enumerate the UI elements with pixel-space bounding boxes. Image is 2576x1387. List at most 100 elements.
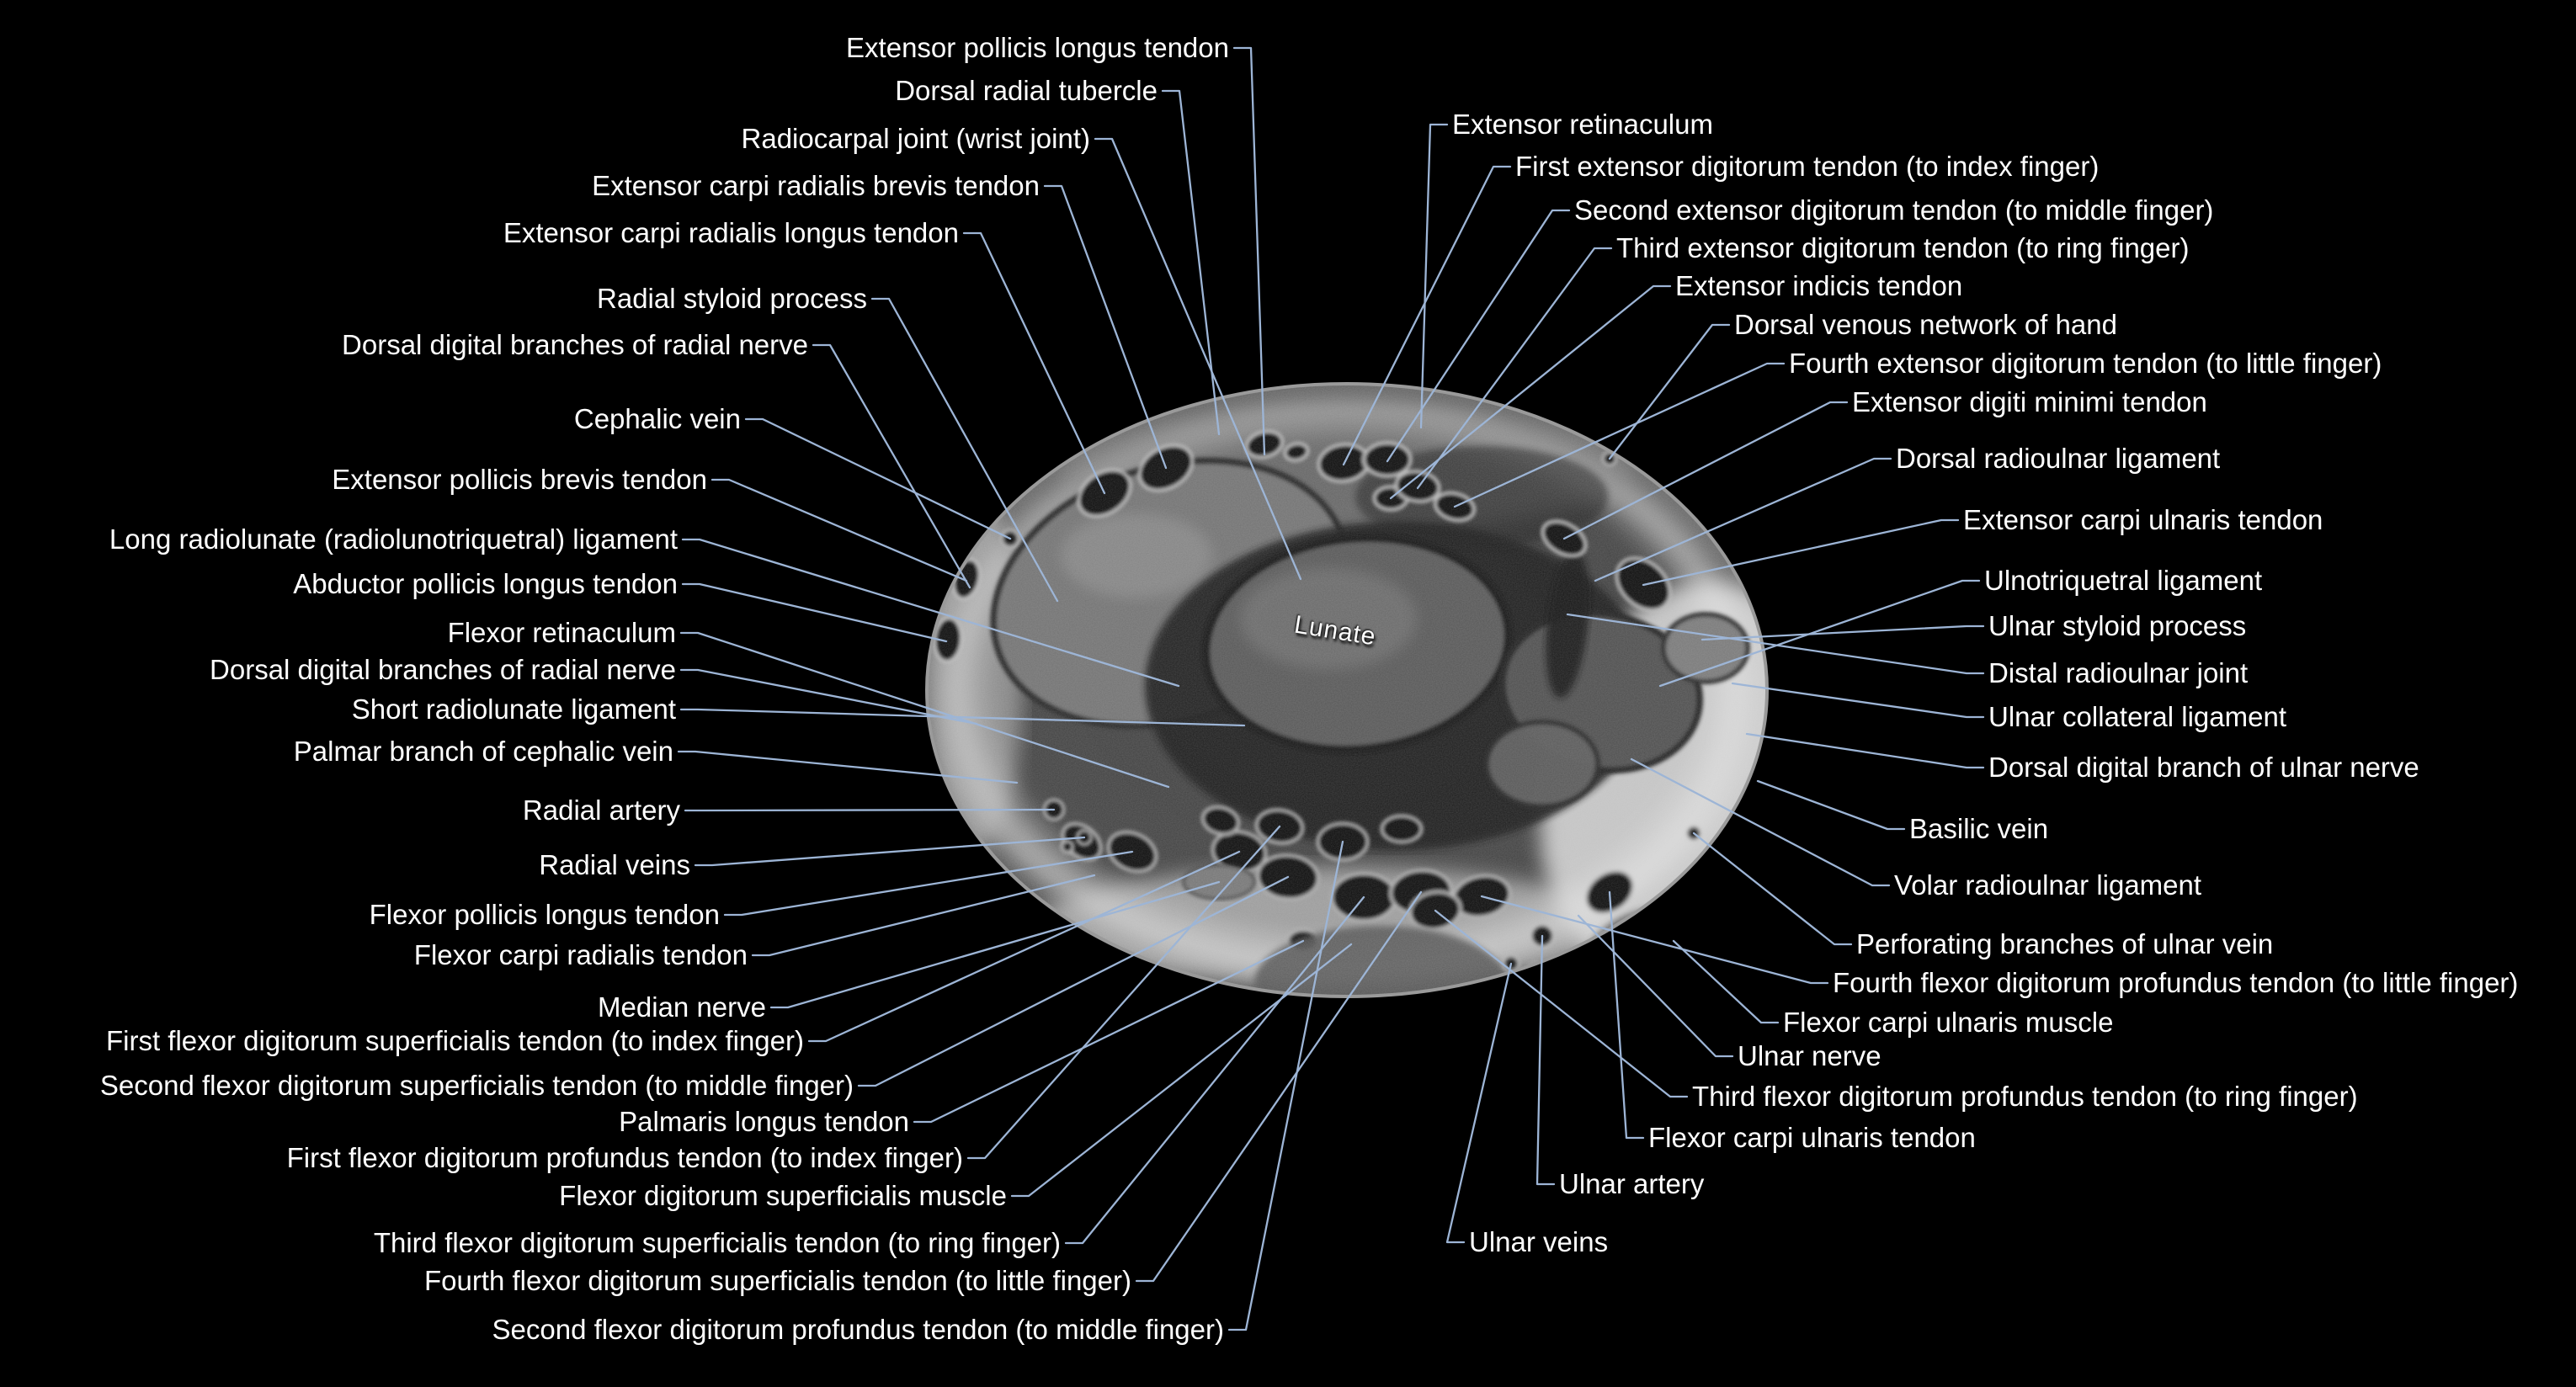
label-ulnar-artery: Ulnar artery xyxy=(1559,1168,1705,1200)
leader-line xyxy=(1434,909,1689,1098)
label-third-extensor-digitorum-tendon-to-ring-finger: Third extensor digitorum tendon (to ring… xyxy=(1616,232,2190,264)
leader-line xyxy=(1480,895,1829,985)
leader-line xyxy=(1535,934,1556,1186)
label-radial-styloid-process: Radial styloid process xyxy=(597,283,867,315)
leader-line xyxy=(1672,939,1780,1024)
label-dorsal-digital-branches-of-radial-nerve: Dorsal digital branches of radial nerve xyxy=(342,329,808,361)
leader-line xyxy=(1577,914,1734,1058)
leader-line xyxy=(807,850,1241,1043)
leader-line xyxy=(694,836,1086,867)
leader-line xyxy=(1010,943,1353,1198)
label-cephalic-vein: Cephalic vein xyxy=(573,403,741,435)
leader-line xyxy=(681,582,948,643)
label-flexor-carpi-ulnaris-tendon: Flexor carpi ulnaris tendon xyxy=(1648,1122,1976,1154)
label-basilic-vein: Basilic vein xyxy=(1909,813,2049,845)
label-ulnar-styloid-process: Ulnar styloid process xyxy=(1988,610,2247,642)
leader-line xyxy=(679,631,1170,789)
label-perforating-branches-of-ulnar-vein: Perforating branches of ulnar vein xyxy=(1856,928,2274,960)
label-extensor-pollicis-brevis-tendon: Extensor pollicis brevis tendon xyxy=(332,464,707,496)
leader-line xyxy=(1342,165,1512,466)
label-dorsal-radial-tubercle: Dorsal radial tubercle xyxy=(895,75,1158,107)
leader-line xyxy=(812,343,971,589)
leader-line xyxy=(1386,209,1571,463)
leader-lines-group xyxy=(677,46,1985,1331)
label-extensor-carpi-radialis-longus-tendon: Extensor carpi radialis longus tendon xyxy=(503,217,959,249)
leader-line xyxy=(1232,46,1266,456)
leader-line xyxy=(1135,890,1423,1283)
label-short-radiolunate-ligament: Short radiolunate ligament xyxy=(351,694,676,725)
label-ulnotriquetral-ligament: Ulnotriquetral ligament xyxy=(1984,565,2263,597)
label-dorsal-venous-network-of-hand: Dorsal venous network of hand xyxy=(1734,309,2117,341)
leader-line xyxy=(723,850,1134,917)
label-palmar-branch-of-cephalic-vein: Palmar branch of cephalic vein xyxy=(293,736,673,768)
label-fourth-flexor-digitorum-superficialis-tendon-to-litt: Fourth flexor digitorum superficialis te… xyxy=(423,1265,1131,1297)
label-second-flexor-digitorum-superficialis-tendon-to-midd: Second flexor digitorum superficialis te… xyxy=(99,1070,854,1102)
label-third-flexor-digitorum-profundus-tendon-to-ring-fing: Third flexor digitorum profundus tendon … xyxy=(1692,1081,2358,1113)
leader-line xyxy=(1227,840,1344,1331)
leader-line xyxy=(679,668,978,725)
leader-line xyxy=(751,874,1096,957)
label-fourth-extensor-digitorum-tendon-to-little-finger: Fourth extensor digitorum tendon (to lit… xyxy=(1789,348,2382,380)
leader-line xyxy=(1608,323,1731,460)
leader-line xyxy=(744,417,1012,540)
leader-line xyxy=(1445,962,1513,1244)
leader-line xyxy=(1594,457,1892,582)
leader-line xyxy=(1416,247,1613,490)
leader-line xyxy=(1419,123,1449,429)
mri-noise-texture xyxy=(926,383,1768,997)
label-third-flexor-digitorum-superficialis-tendon-to-ring-: Third flexor digitorum superficialis ten… xyxy=(373,1227,1061,1259)
leader-line xyxy=(677,750,1019,784)
label-palmaris-longus-tendon: Palmaris longus tendon xyxy=(619,1106,909,1138)
leader-line xyxy=(1731,682,1985,719)
leader-line xyxy=(966,825,1281,1160)
leader-line xyxy=(1630,757,1891,887)
label-long-radiolunate-radiolunotriquetral-ligament: Long radiolunate (radiolunotriquetral) l… xyxy=(109,523,678,555)
label-dorsal-digital-branches-of-radial-nerve: Dorsal digital branches of radial nerve xyxy=(210,654,676,686)
label-extensor-indicis-tendon: Extensor indicis tendon xyxy=(1675,270,1963,302)
label-radial-artery: Radial artery xyxy=(522,794,680,826)
label-ulnar-collateral-ligament: Ulnar collateral ligament xyxy=(1988,701,2286,733)
leader-line xyxy=(1608,890,1645,1140)
label-volar-radioulnar-ligament: Volar radioulnar ligament xyxy=(1894,869,2202,901)
leader-line xyxy=(1094,137,1302,581)
label-dorsal-digital-branch-of-ulnar-nerve: Dorsal digital branch of ulnar nerve xyxy=(1988,752,2419,784)
leader-line xyxy=(1161,89,1221,436)
label-extensor-digiti-minimi-tendon: Extensor digiti minimi tendon xyxy=(1852,386,2207,418)
leader-line xyxy=(962,231,1106,495)
leader-line xyxy=(1064,895,1365,1245)
label-radial-veins: Radial veins xyxy=(539,849,690,881)
leader-line xyxy=(711,478,968,582)
label-radiocarpal-joint-wrist-joint: Radiocarpal joint (wrist joint) xyxy=(741,123,1090,155)
label-first-extensor-digitorum-tendon-to-index-finger: First extensor digitorum tendon (to inde… xyxy=(1515,151,2100,183)
leader-line xyxy=(1658,579,1981,688)
label-extensor-carpi-radialis-brevis-tendon: Extensor carpi radialis brevis tendon xyxy=(592,170,1040,202)
leader-line xyxy=(913,939,1305,1124)
label-flexor-retinaculum: Flexor retinaculum xyxy=(447,617,676,649)
label-flexor-carpi-radialis-tendon: Flexor carpi radialis tendon xyxy=(413,939,748,971)
label-flexor-pollicis-longus-tendon: Flexor pollicis longus tendon xyxy=(369,899,720,931)
leader-line xyxy=(1692,832,1853,946)
label-fourth-flexor-digitorum-profundus-tendon-to-little-f: Fourth flexor digitorum profundus tendon… xyxy=(1833,967,2519,999)
label-second-extensor-digitorum-tendon-to-middle-finger: Second extensor digitorum tendon (to mid… xyxy=(1574,194,2214,226)
leader-line xyxy=(1389,284,1672,500)
leader-line xyxy=(870,297,1059,603)
leader-line xyxy=(1453,362,1786,508)
skin-outline xyxy=(925,382,1769,998)
label-median-nerve: Median nerve xyxy=(598,991,766,1023)
leader-line xyxy=(1043,184,1168,470)
leader-line xyxy=(1756,779,1906,831)
label-extensor-carpi-ulnaris-tendon: Extensor carpi ulnaris tendon xyxy=(1963,504,2323,536)
label-first-flexor-digitorum-superficialis-tendon-to-index: First flexor digitorum superficialis ten… xyxy=(105,1025,804,1057)
label-ulnar-nerve: Ulnar nerve xyxy=(1738,1040,1881,1072)
leader-line xyxy=(681,538,1180,688)
label-extensor-pollicis-longus-tendon: Extensor pollicis longus tendon xyxy=(846,32,1229,64)
leader-line xyxy=(1700,624,1985,641)
leader-line xyxy=(1566,613,1985,675)
label-second-flexor-digitorum-profundus-tendon-to-middle-f: Second flexor digitorum profundus tendon… xyxy=(492,1314,1225,1346)
label-abductor-pollicis-longus-tendon: Abductor pollicis longus tendon xyxy=(293,568,678,600)
label-ulnar-veins: Ulnar veins xyxy=(1469,1226,1609,1258)
label-distal-radioulnar-joint: Distal radioulnar joint xyxy=(1988,657,2249,689)
leader-line xyxy=(1642,518,1960,587)
